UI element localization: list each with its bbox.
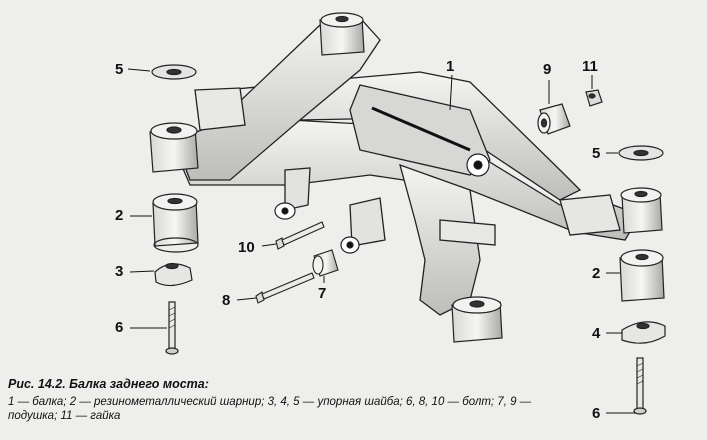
callout-1: 1 xyxy=(446,58,455,75)
caption-title: Рис. 14.2. Балка заднего моста: xyxy=(8,377,209,391)
callout-9: 9 xyxy=(543,61,552,78)
callout-6-right: 6 xyxy=(592,405,601,422)
callout-10: 10 xyxy=(238,239,255,256)
beam-mounted-bushings xyxy=(149,12,663,343)
figure-caption: Рис. 14.2. Балка заднего моста: 1 — балк… xyxy=(8,377,568,423)
callout-5-left: 5 xyxy=(115,61,124,78)
bolts-and-cushion xyxy=(255,221,339,304)
left-loose-parts xyxy=(151,64,199,355)
callout-4: 4 xyxy=(592,325,601,342)
callout-8: 8 xyxy=(222,292,231,309)
callout-6-left: 6 xyxy=(115,319,124,336)
right-loose-parts xyxy=(537,89,666,415)
beam-part-1 xyxy=(174,17,641,316)
callout-7: 7 xyxy=(318,285,327,302)
callout-11: 11 xyxy=(582,58,598,75)
callout-2-right: 2 xyxy=(592,265,601,282)
callout-3: 3 xyxy=(115,263,124,280)
leader-lines xyxy=(127,68,636,414)
caption-legend: 1 — балка; 2 — резинометаллический шарни… xyxy=(8,396,532,422)
callout-5-right: 5 xyxy=(592,145,601,162)
callout-2-left: 2 xyxy=(115,207,124,224)
